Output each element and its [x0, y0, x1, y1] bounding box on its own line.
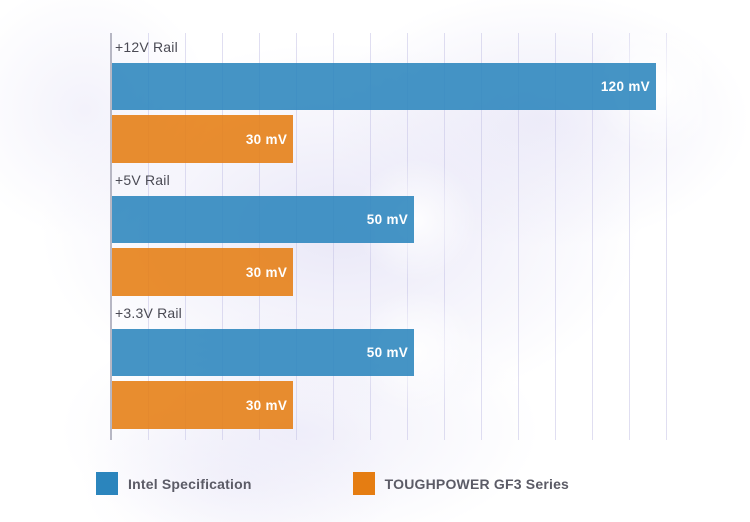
- bar-group-3-3v-rail: +3.3V Rail 50 mV 30 mV: [112, 299, 702, 432]
- bar-value-label: 30 mV: [245, 397, 288, 413]
- bar-group-12v-rail: +12V Rail 120 mV 30 mV: [112, 33, 702, 166]
- legend-item-intel-specification: Intel Specification: [96, 472, 252, 495]
- legend: Intel Specification TOUGHPOWER GF3 Series: [96, 472, 569, 495]
- bar-intel-specification: 50 mV: [112, 196, 415, 243]
- legend-swatch-intel-specification: [96, 472, 118, 495]
- bar-value-label: 50 mV: [366, 345, 409, 360]
- category-label: +5V Rail: [115, 172, 170, 188]
- bar-value-label: 30 mV: [245, 131, 288, 147]
- bar-value-label: 50 mV: [366, 212, 409, 227]
- legend-item-toughpower-gf3-series: TOUGHPOWER GF3 Series: [352, 472, 570, 495]
- bar-toughpower-gf3-series: 30 mV: [112, 115, 294, 163]
- bar-intel-specification: 120 mV: [112, 63, 656, 110]
- legend-label: Intel Specification: [128, 475, 252, 492]
- bar-intel-specification: 50 mV: [112, 329, 415, 376]
- bar-toughpower-gf3-series: 30 mV: [112, 248, 294, 296]
- bar-value-label: 120 mV: [600, 79, 650, 94]
- bar-toughpower-gf3-series: 30 mV: [112, 381, 294, 429]
- bar-value-label: 30 mV: [245, 264, 288, 280]
- legend-label: TOUGHPOWER GF3 Series: [384, 475, 570, 492]
- bar-group-5v-rail: +5V Rail 50 mV 30 mV: [112, 166, 702, 299]
- category-label: +3.3V Rail: [115, 305, 182, 321]
- category-label: +12V Rail: [115, 39, 178, 55]
- legend-swatch-toughpower-gf3-series: [352, 472, 375, 495]
